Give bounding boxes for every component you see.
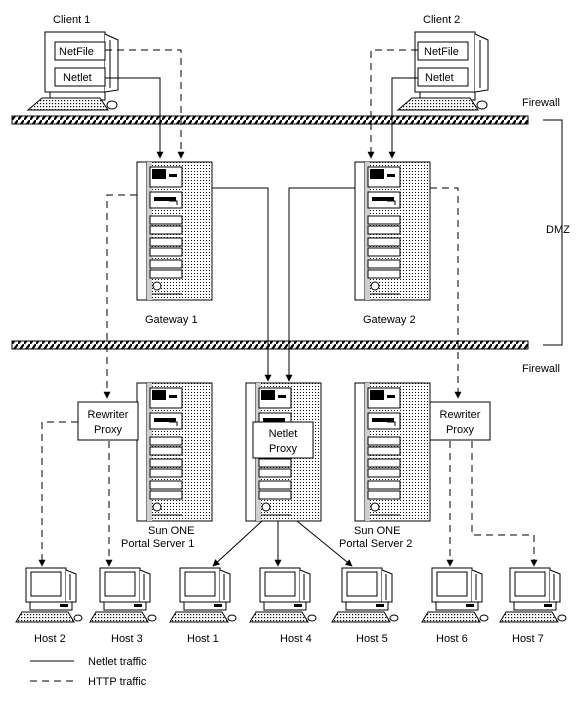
client-1: Client 1 NetFile Netlet <box>26 14 119 111</box>
netlet-proxy: Netlet Proxy <box>252 421 314 459</box>
host-1-computer-icon <box>169 567 237 623</box>
client-1-netlet-link <box>105 77 164 159</box>
host-2-label: Host 2 <box>34 633 66 645</box>
client-1-netlet-label: Netlet <box>63 72 92 84</box>
portal-server-1-server-icon <box>136 382 213 522</box>
netlet-proxy-line-1: Netlet <box>269 428 298 440</box>
host-7-computer-icon <box>499 567 567 623</box>
host-5-computer-icon <box>331 567 399 623</box>
portal-server-2-label-line-2: Portal Server 2 <box>339 538 412 550</box>
client-1-netlet-box <box>54 67 106 87</box>
host-7-label: Host 7 <box>512 633 544 645</box>
client-2-netlet-box <box>417 67 469 87</box>
client-2-netlet-link <box>388 77 418 159</box>
host-3-computer-icon <box>89 567 157 623</box>
firewall-top-bar <box>11 115 529 125</box>
portal-server-1-label-line-2: Portal Server 1 <box>121 538 194 550</box>
gateway-1-netlet-link <box>212 187 272 382</box>
firewall-bottom-bar <box>11 340 529 350</box>
gateway-1-label: Gateway 1 <box>145 314 198 326</box>
portal-server-1-label-line-1: Sun ONE <box>148 525 194 537</box>
rewriter-left-host-2-link <box>38 421 78 567</box>
gateway-2-server-icon <box>354 161 431 301</box>
dmz-label: DMZ <box>546 224 570 236</box>
client-2: Client 2 NetFile Netlet <box>396 14 489 111</box>
firewall-bottom-label: Firewall <box>522 363 560 375</box>
firewall-top-label: Firewall <box>522 97 560 109</box>
client-2-netlet-label: Netlet <box>425 72 454 84</box>
host-1-label: Host 1 <box>187 633 219 645</box>
client-1-netfile-box <box>54 41 106 61</box>
client-1-netfile-label: NetFile <box>59 46 94 58</box>
client-2-netfile-box <box>417 41 469 61</box>
rewriter-right-host-7-link <box>471 441 538 567</box>
host-3-label: Host 3 <box>111 633 143 645</box>
client-1-netfile-link <box>105 49 185 159</box>
legend-netlet-label: Netlet traffic <box>88 656 147 668</box>
host-5-label: Host 5 <box>356 633 388 645</box>
rewriter-proxy-left-line-2: Proxy <box>94 424 123 436</box>
gateway-1-rewriter-link <box>103 194 137 399</box>
client-2-netfile-link <box>367 49 418 159</box>
host-6-computer-icon <box>421 567 489 623</box>
rewriter-proxy-left: Rewriter Proxy <box>77 401 139 441</box>
client-2-label: Client 2 <box>423 14 460 26</box>
host-4-computer-icon <box>249 567 317 623</box>
rewriter-proxy-right-line-1: Rewriter <box>440 409 481 421</box>
host-4-label: Host 4 <box>280 633 312 645</box>
netlet-host-1-link <box>212 520 263 567</box>
host-2-computer-icon <box>15 567 83 623</box>
gateway-2-rewriter-link <box>430 187 462 399</box>
rewriter-proxy-right: Rewriter Proxy <box>429 401 491 441</box>
client-1-label: Client 1 <box>53 14 90 26</box>
gateway-2-netlet-link <box>285 187 355 382</box>
netlet-host-5-link <box>296 520 353 567</box>
dmz-bracket <box>543 119 563 346</box>
portal-server-2-label-line-1: Sun ONE <box>354 525 400 537</box>
rewriter-proxy-right-line-2: Proxy <box>446 424 475 436</box>
legend-http-label: HTTP traffic <box>88 676 147 688</box>
netlet-proxy-line-2: Proxy <box>269 443 298 455</box>
portal-server-2-server-icon <box>354 382 431 522</box>
gateway-1-server-icon <box>136 161 213 301</box>
gateway-2-label: Gateway 2 <box>363 314 416 326</box>
rewriter-proxy-left-line-1: Rewriter <box>88 409 129 421</box>
host-6-label: Host 6 <box>436 633 468 645</box>
client-2-netfile-label: NetFile <box>424 46 459 58</box>
